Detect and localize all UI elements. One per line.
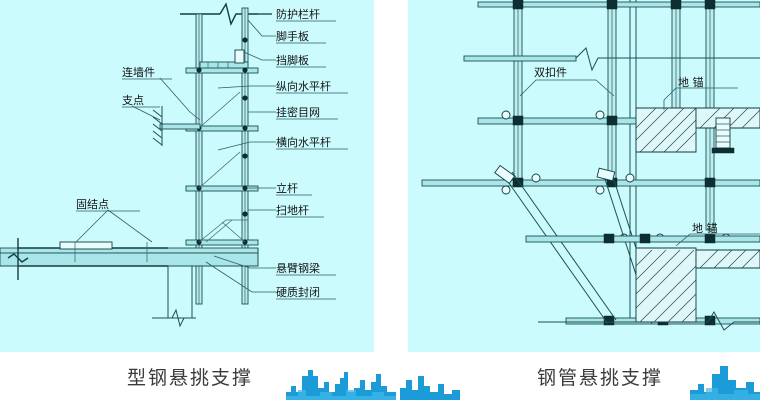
label-cantilever-beam: 悬臂钢梁 [276,261,320,275]
right-leader-lines [519,79,760,247]
cityscape-decoration-center [286,370,396,400]
caption-left: 型钢悬挑支撑 [126,367,253,389]
label-wall-connector: 连墙件 [122,65,155,79]
label-double-coupler: 双扣件 [534,65,567,79]
label-toe-board: 挡脚板 [276,53,309,67]
ledger-group [185,67,259,246]
diagram-panel-left: 防护栏杆 脚手板 挡脚板 纵向水平杆 挂密目网 横向水平杆 立杆 扫地杆 悬臂钢… [0,0,374,352]
left-break-symbol [7,238,29,280]
right-diagram-svg: 双扣件 地 锚 地 锚 [421,0,760,331]
cantilever-beam-group [0,247,259,267]
label-scaffold-board: 脚手板 [276,29,309,43]
left-diagram-svg: 防护栏杆 脚手板 挡脚板 纵向水平杆 挂密目网 横向水平杆 立杆 扫地杆 悬臂钢… [0,2,348,328]
scaffold-board-group [199,49,249,69]
label-support-point: 支点 [122,94,144,107]
label-hard-enclosure: 硬质封闭 [276,285,320,299]
label-guardrail: 防护栏杆 [276,7,320,21]
label-upright-post: 立杆 [276,181,298,195]
slab-group [18,241,196,328]
wall-tie-group [152,106,201,146]
label-sweeping-rod: 扫地杆 [276,203,309,217]
ground-anchor-bolt-group [711,117,735,154]
label-ground-anchor-top: 地 锚 [678,75,704,89]
caption-right: 钢管悬挑支撑 [536,367,663,389]
left-leader-lines [75,77,201,243]
lower-rail-group [525,233,760,244]
label-longitudinal-rail: 纵向水平杆 [276,79,331,93]
label-ground-anchor-bottom: 地 锚 [692,221,718,235]
label-fixed-joint: 固结点 [76,198,109,211]
label-transverse-rail: 横向水平杆 [276,135,331,149]
right-leader-lines [205,13,276,293]
cityscape-decoration-left-edge [400,376,460,400]
label-fine-mesh-net: 挂密目网 [276,105,320,119]
diagonal-braces-group [494,164,661,325]
cityscape-decoration-right [690,366,760,400]
diagram-panel-right: 双扣件 地 锚 地 锚 [408,0,760,352]
transverse-braces-group [198,91,248,243]
